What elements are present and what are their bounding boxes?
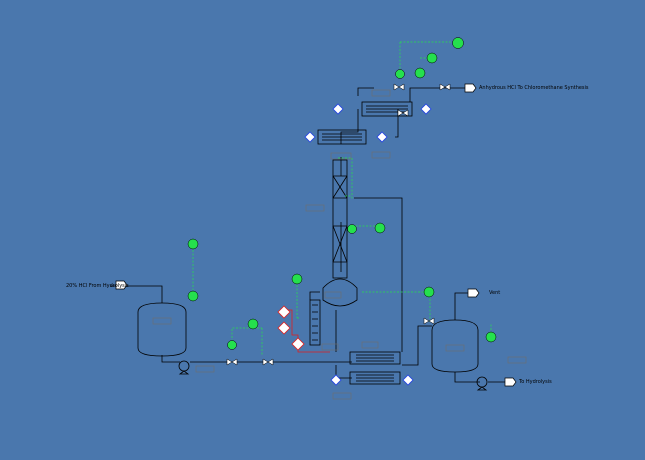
process-lines [110, 87, 505, 383]
feed-pump [178, 360, 215, 375]
instrument-signal-lines [192, 41, 492, 355]
receiver-tank [431, 319, 527, 391]
utility-connections [304, 103, 432, 386]
feed-inlet-arrow [115, 280, 128, 290]
safety-relief-devices [277, 305, 330, 353]
instrument-bubbles [187, 37, 497, 350]
flow-arrows [115, 83, 517, 387]
top-condensers [317, 89, 413, 159]
feed-inlet-label: 20% HCl From Hydrolysis [66, 283, 129, 289]
vent-arrow [467, 288, 480, 298]
to-hydrolysis-label: To Hydrolysis [519, 379, 552, 385]
feed-tank [137, 302, 187, 357]
control-valves [226, 83, 451, 366]
vent-label: Vent [489, 290, 501, 296]
hcl-outlet-label: Anhydrous HCl To Chloromethane Synthesis [479, 85, 589, 91]
hcl-outlet-arrow [464, 83, 477, 93]
to-hydrolysis-arrow [504, 377, 517, 387]
bottom-exchangers [332, 341, 401, 400]
reboiler [309, 299, 339, 351]
distillation-column [305, 152, 358, 307]
